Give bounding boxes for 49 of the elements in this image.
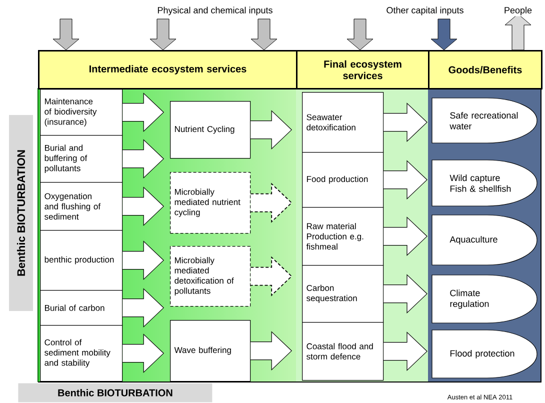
service-box: Maintenance of biodiversity (insurance): [40, 89, 123, 136]
block-arrow: [346, 18, 374, 50]
service-box: Microbially mediated nutrient cycling: [170, 172, 251, 234]
block-arrow: [52, 18, 80, 50]
benefit-box: Safe recreational water: [432, 98, 538, 144]
service-box: Seawater detoxification: [302, 92, 384, 153]
benefit-box: Flood protection: [432, 330, 538, 378]
block-arrow: [122, 288, 164, 328]
block-arrow: [383, 160, 428, 200]
block-arrow: [383, 332, 428, 371]
block-arrow: [122, 139, 164, 178]
block-arrow: [250, 331, 292, 370]
block-arrow: [250, 18, 278, 50]
block-arrow: [504, 14, 532, 50]
block-arrow: [250, 182, 292, 223]
block-arrow: [122, 186, 164, 226]
service-box: Food production: [302, 152, 384, 208]
service-box: Coastal flood and storm defence: [302, 322, 384, 381]
service-box: Wave buffering: [170, 320, 251, 382]
benefit-box: Wild capture Fish & shellfish: [432, 160, 538, 206]
service-box: Raw material Production e.g. fishmeal: [302, 206, 384, 266]
benefit-box: Climate regulation: [432, 274, 538, 324]
block-arrow: [250, 110, 292, 150]
bottom-label: Benthic BIOTURBATION: [18, 383, 212, 402]
block-arrow: [122, 240, 164, 280]
service-box: Burial of carbon: [40, 290, 123, 326]
side-label: Benthic BIOTURBATION: [9, 115, 33, 311]
block-arrow: [383, 102, 428, 142]
input-label: Physical and chemical inputs: [156, 6, 274, 16]
service-box: Burial and buffering of pollutants: [40, 135, 123, 183]
block-arrow: [122, 92, 164, 132]
block-arrow: [150, 18, 176, 50]
column-header: Final ecosystem services: [296, 50, 430, 90]
block-arrow: [430, 18, 458, 50]
block-arrow: [250, 256, 292, 296]
block-arrow: [122, 334, 164, 373]
benefit-box: Aquaculture: [432, 214, 538, 266]
service-box: Carbon sequestration: [302, 265, 384, 323]
service-box: Control of sediment mobility and stability: [40, 325, 123, 382]
block-arrow: [383, 274, 428, 314]
service-box: Nutrient Cycling: [170, 101, 251, 159]
service-box: Microbially mediated detoxification of pollutants: [170, 246, 251, 307]
column-header: Intermediate ecosystem services: [38, 50, 298, 90]
column-header: Goods/Benefits: [428, 50, 542, 90]
block-arrow: [383, 216, 428, 256]
input-label: People: [503, 6, 534, 16]
service-box: benthic production: [40, 230, 123, 291]
service-box: Oxygenation and flushing of sediment: [40, 182, 123, 231]
input-label: Other capital inputs: [385, 6, 465, 16]
